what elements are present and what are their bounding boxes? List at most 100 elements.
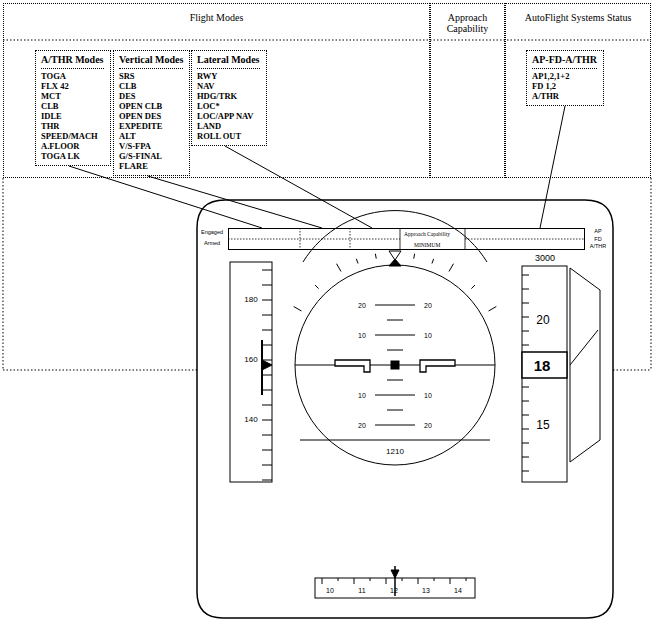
pitch-number: 10 [424, 332, 432, 339]
region-dotted-lines-part [3, 370, 197, 371]
fma-side-label: A/THR [590, 244, 607, 250]
heading-tick [354, 578, 355, 584]
mode-name: RWY [197, 71, 260, 81]
pitch-number: 20 [358, 302, 366, 309]
mode-name: AP1,2,1+2 [532, 71, 597, 81]
region-panel: Approach Capability [430, 3, 505, 178]
fma-side-label: AP [594, 229, 601, 235]
speed-tape-part [261, 340, 263, 395]
fma-strip: Approach CapabilityMINIMUM [228, 228, 585, 250]
altitude-tick [522, 345, 529, 346]
speed-tick [262, 435, 272, 436]
region-panel: Flight ModesA/THR ModesTOGAFLX 42MCTCLBI… [3, 3, 430, 178]
altitude-tick [522, 289, 529, 290]
altitude-tick [522, 331, 529, 332]
attitude-indicator-part [295, 265, 495, 465]
speed-tick [262, 450, 272, 451]
mode-name: HDG/TRK [197, 91, 260, 101]
heading-tape-part [322, 578, 466, 584]
mode-name: SRS [119, 71, 183, 81]
fma-text: Approach Capability [404, 231, 450, 237]
region-heading: AutoFlight Systems Status [506, 4, 650, 23]
fma-side-label: FD [594, 237, 601, 243]
altitude-tick [522, 387, 529, 388]
box-title: AP-FD-A/THR [532, 54, 597, 69]
region-dotted-lines-part [3, 178, 4, 370]
speed-tick [262, 480, 272, 481]
heading-number: 10 [326, 587, 334, 594]
mode-name: A/THR [532, 91, 597, 101]
region-dotted-lines-part [3, 40, 651, 41]
bank-tick [294, 307, 302, 312]
box-title: A/THR Modes [41, 54, 104, 69]
speed-tape [230, 262, 272, 482]
speed-tick [262, 270, 272, 271]
region-heading: Approach Capability [431, 4, 504, 34]
region-heading: Flight Modes [4, 4, 429, 23]
bank-tick [337, 264, 342, 272]
attitude-indicator-part [303, 211, 487, 262]
bank-tick [356, 259, 358, 264]
speed-tape-part [262, 360, 272, 370]
mode-name: OPEN CLB [119, 101, 183, 111]
mode-list-box: Lateral ModesRWYNAVHDG/TRKLOC*LOC/APP NA… [191, 50, 267, 146]
attitude-indicator-part [375, 395, 415, 396]
fma-side-label: Engaged [201, 230, 223, 236]
heading-tick [418, 578, 419, 584]
mode-name: G/S-FINAL [119, 151, 183, 161]
bank-tick [413, 254, 415, 259]
mode-name: V/S-FPA [119, 141, 183, 151]
heading-number: 11 [358, 587, 365, 594]
attitude-indicator-part [387, 320, 403, 321]
mode-name: CLB [119, 81, 183, 91]
box-title: Lateral Modes [197, 54, 260, 69]
mode-name: CLB [41, 101, 104, 111]
mode-name: LOC/APP NAV [197, 111, 260, 121]
altitude-tape-part [522, 352, 567, 378]
attitude-indicator-part [335, 360, 370, 372]
pitch-number: 20 [358, 422, 366, 429]
heading-number: 14 [454, 587, 462, 594]
speed-tick [262, 285, 272, 286]
altitude-number: 20 [536, 314, 549, 326]
attitude-indicator-part [391, 361, 399, 369]
mode-list-box: Vertical ModesSRSCLBDESOPEN CLBOPEN DESE… [113, 50, 190, 176]
mode-name: LOC* [197, 101, 260, 111]
mode-name: OPEN DES [119, 111, 183, 121]
altitude-number: 15 [536, 419, 549, 431]
box-title: Vertical Modes [119, 54, 183, 69]
bank-tick [449, 264, 454, 272]
bank-tick [375, 254, 377, 259]
mode-name: DES [119, 91, 183, 101]
altitude-tick [522, 415, 529, 416]
attitude-indicator [294, 211, 497, 465]
mode-name: ALT [119, 131, 183, 141]
bank-tick [471, 285, 475, 289]
mode-name: ROLL OUT [197, 131, 260, 141]
attitude-indicator-part [389, 259, 401, 266]
heading-tick [338, 578, 339, 581]
attitude-indicator-part [375, 305, 415, 306]
pitch-number: 20 [424, 302, 432, 309]
fma-side-label: Armed [204, 241, 220, 247]
speed-tick [262, 345, 272, 346]
fma-dividers-part [350, 228, 351, 250]
speed-tick [262, 375, 272, 376]
altitude-tick [522, 429, 529, 430]
mode-name: FLARE [119, 161, 183, 171]
altitude-tick [522, 471, 529, 472]
mode-name: EXPEDITE [119, 121, 183, 131]
fma-dividers [228, 228, 585, 250]
mode-name: A.FLOOR [41, 141, 104, 151]
speed-number: 180 [244, 296, 257, 304]
pitch-number: 10 [358, 332, 366, 339]
heading-number: 12 [390, 587, 398, 594]
heading-tick [370, 578, 371, 581]
heading-tick [450, 578, 451, 584]
mode-name: TOGA LK [41, 151, 104, 161]
mode-name: THR [41, 121, 104, 131]
mode-name: LAND [197, 121, 260, 131]
attitude-indicator-part [420, 360, 455, 372]
pitch-number: 20 [424, 422, 432, 429]
heading-number: 13 [422, 587, 430, 594]
